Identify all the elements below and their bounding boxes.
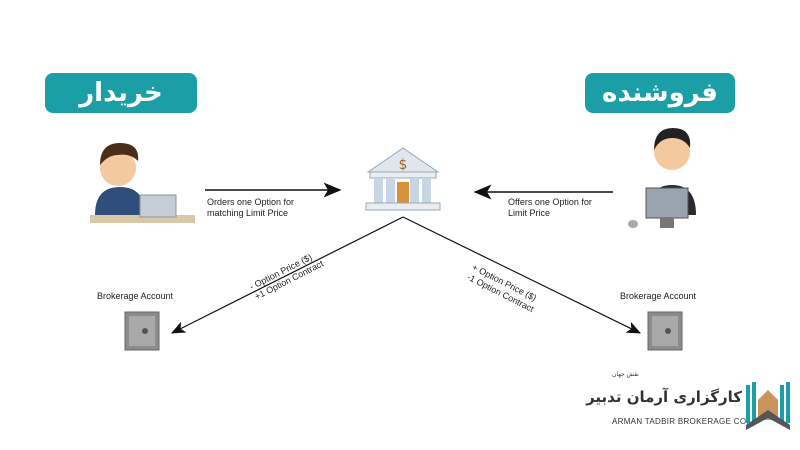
buyer-order-line2: matching Limit Price xyxy=(207,208,289,218)
logo-tagline: نقش جهان xyxy=(612,371,639,378)
seller-title-badge: فروشنده xyxy=(585,73,735,113)
seller-account-label: Brokerage Account xyxy=(620,291,697,301)
buyer-order-line1: Orders one Option for xyxy=(207,197,295,207)
buyer-account-label: Brokerage Account xyxy=(97,291,174,301)
logo-mark xyxy=(746,382,790,430)
buyer-safe-icon xyxy=(124,311,160,351)
seller-offer-line2: Limit Price xyxy=(508,208,551,218)
seller-offer-line1: Offers one Option for xyxy=(508,197,592,207)
svg-text:$: $ xyxy=(399,157,408,173)
logo-persian: کارگزاری آرمان تدبیر xyxy=(586,388,742,406)
buyer-title-badge: خریدار xyxy=(45,73,197,113)
buyer-person-icon xyxy=(90,143,195,223)
buyer-settlement-arrow xyxy=(170,216,404,334)
exchange-bank-icon: $ xyxy=(365,147,441,211)
logo-english: ARMAN TADBIR BROKERAGE CO. xyxy=(612,417,749,426)
seller-person-icon xyxy=(628,128,696,228)
seller-safe-icon xyxy=(647,311,683,351)
seller-settlement-arrow xyxy=(402,216,642,334)
